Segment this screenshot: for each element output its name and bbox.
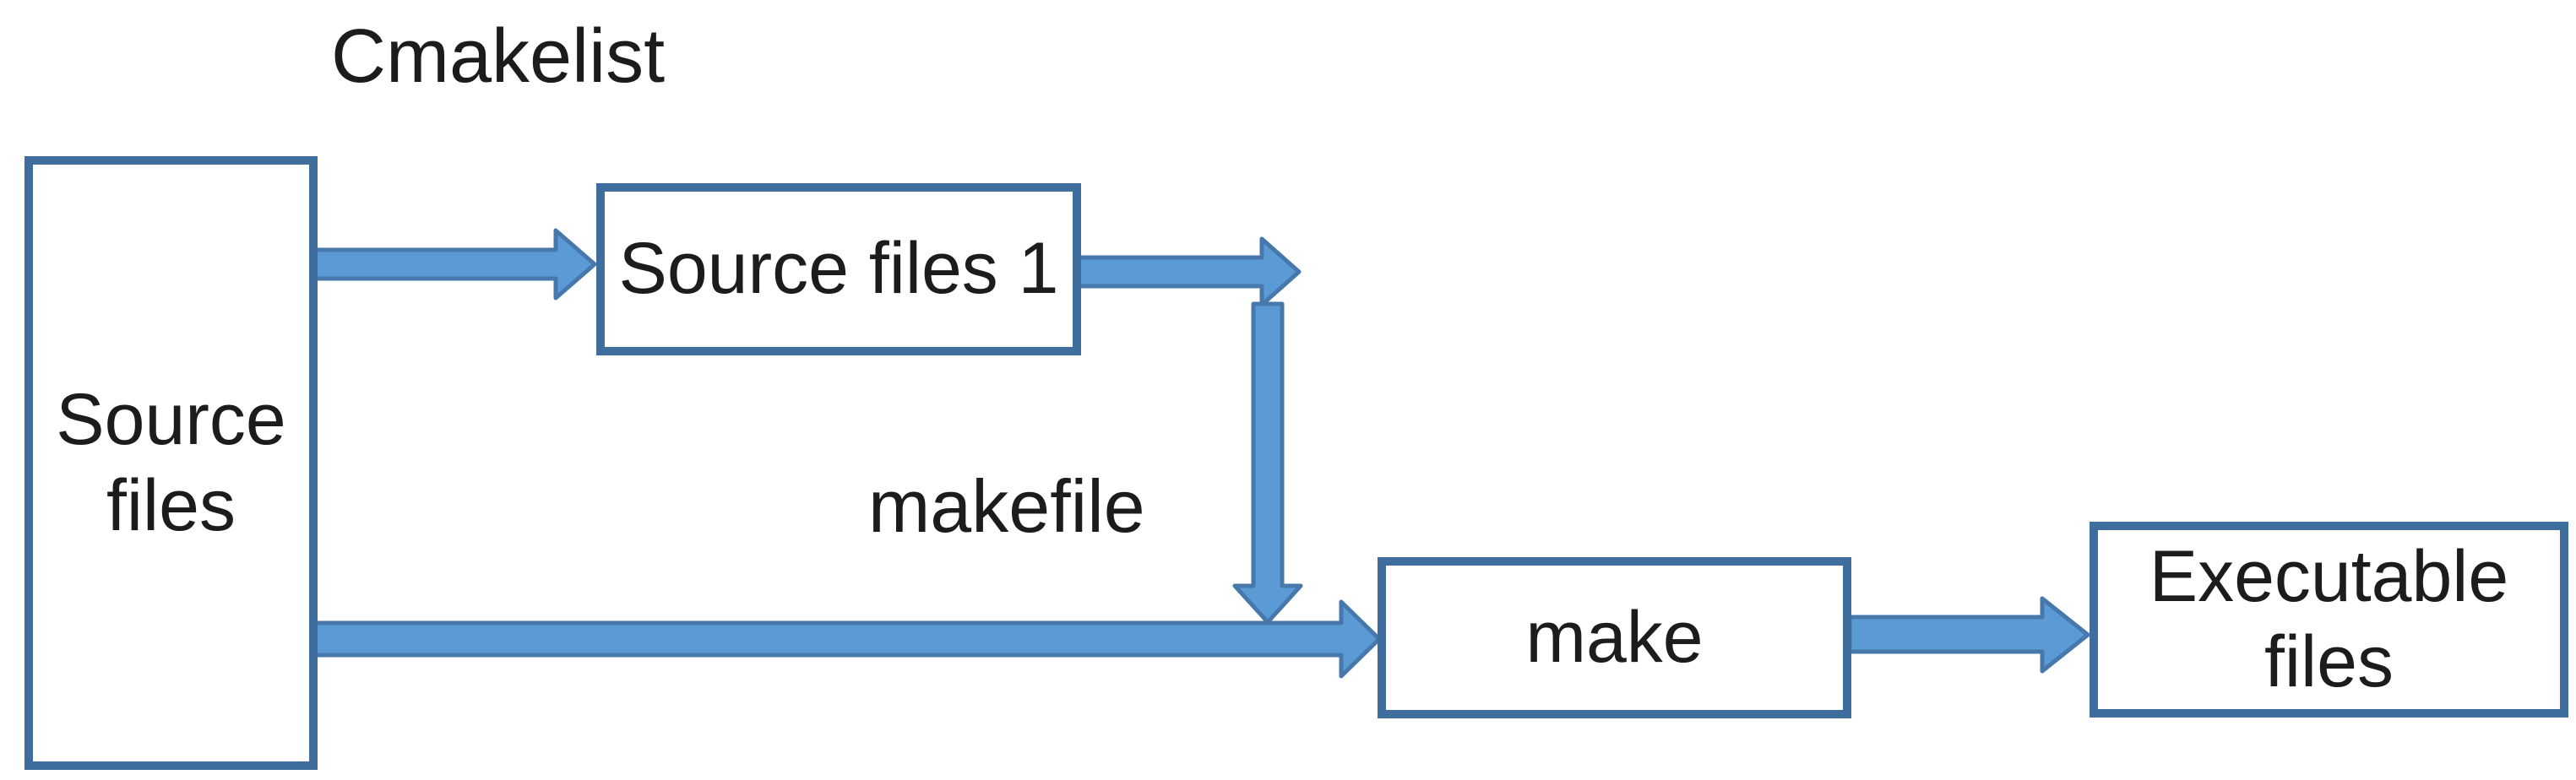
arrow-source-files-1-out bbox=[1075, 236, 1302, 307]
arrow-make-to-executable-files bbox=[1847, 596, 2090, 674]
node-make-label: make bbox=[1525, 596, 1704, 678]
arrow-source-files-to-source-files-1 bbox=[312, 228, 597, 301]
label-cmakelist: Cmakelist bbox=[331, 14, 666, 99]
node-source-files-label: Source files bbox=[56, 379, 286, 546]
node-source-files-1-label: Source files 1 bbox=[618, 228, 1059, 310]
node-executable-files-label: Executable files bbox=[2149, 535, 2509, 702]
label-makefile: makefile bbox=[868, 464, 1145, 548]
arrow-corner-down bbox=[1232, 301, 1303, 625]
node-source-files: Source files bbox=[24, 156, 318, 770]
arrow-source-files-to-make bbox=[312, 599, 1382, 679]
node-executable-files: Executable files bbox=[2090, 522, 2568, 718]
node-source-files-1: Source files 1 bbox=[596, 183, 1081, 355]
node-make: make bbox=[1378, 557, 1851, 718]
